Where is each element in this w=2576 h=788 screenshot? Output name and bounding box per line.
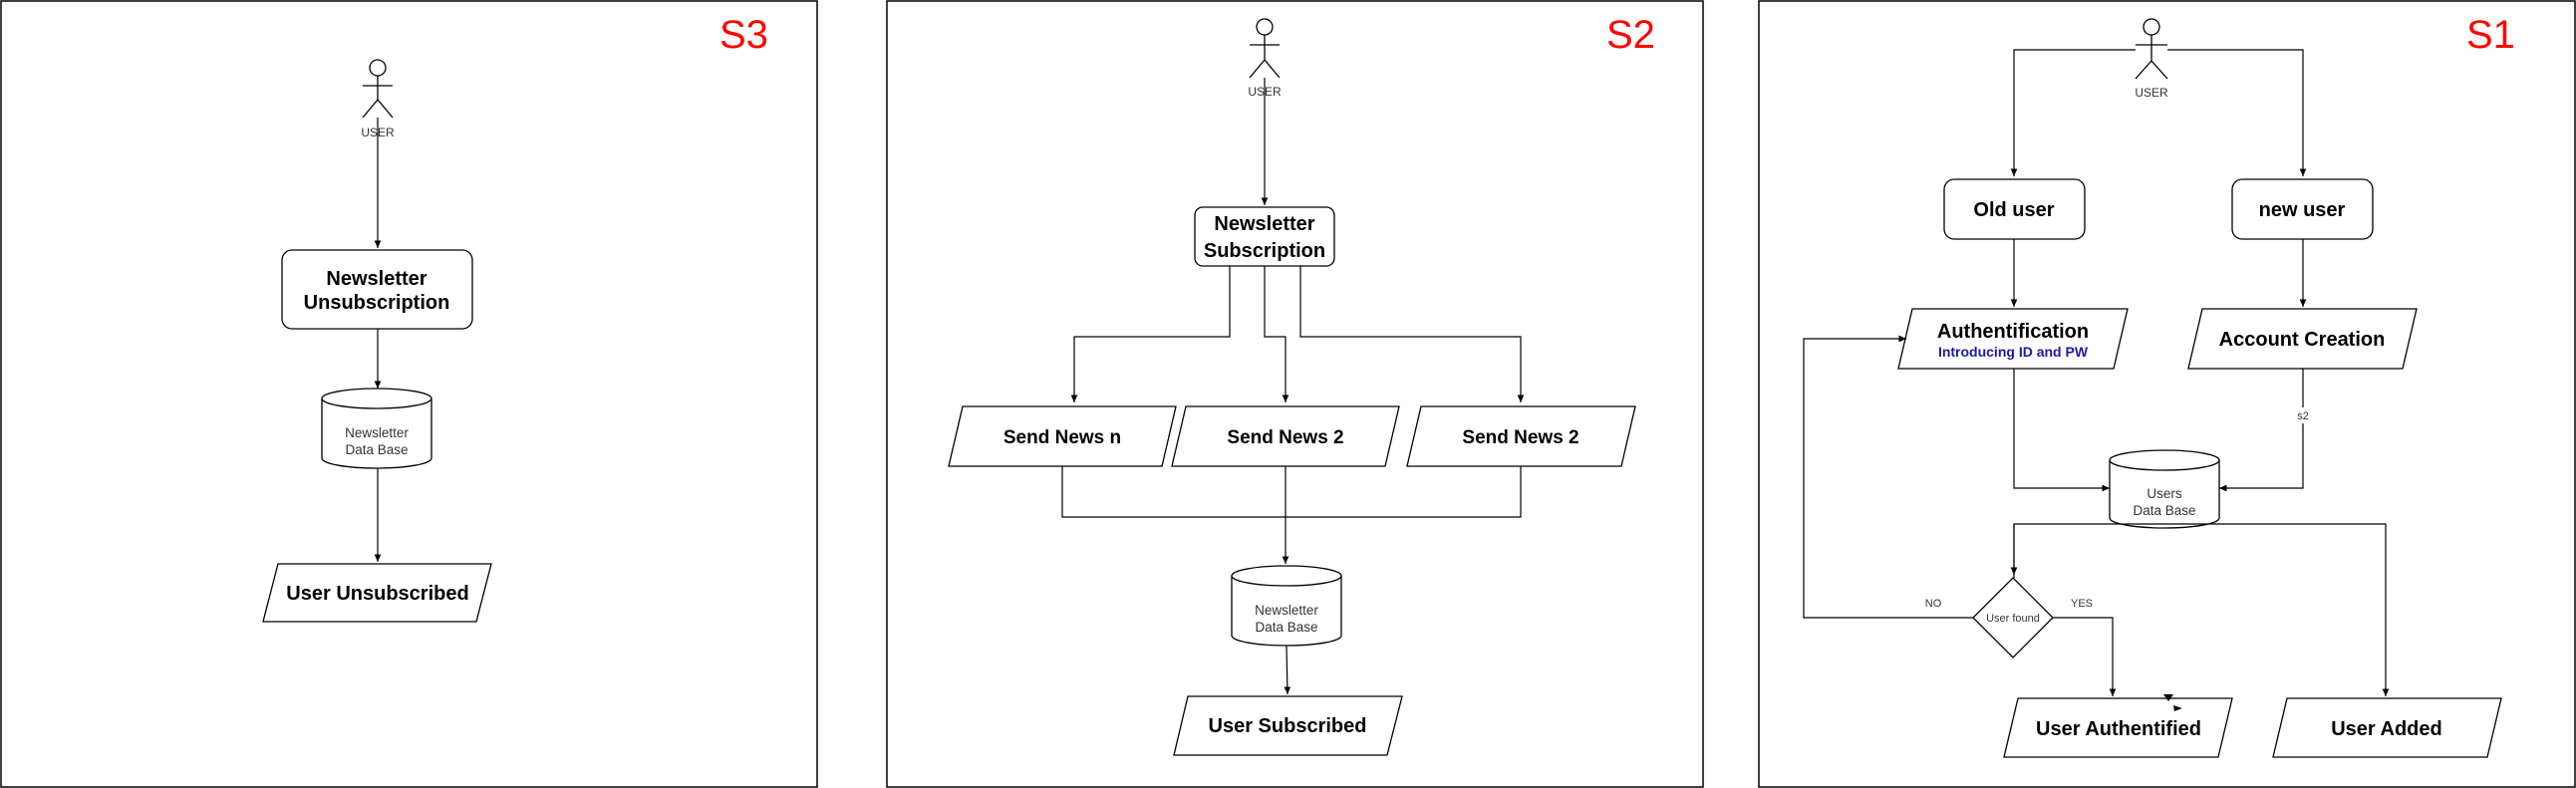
s2-send-item-3-label: Send News 2 (1462, 427, 1578, 448)
s2-subscription-line2: Subscription (1204, 240, 1325, 262)
s3-result-box (262, 563, 492, 623)
panel-s3: S3 USER Newsletter Unsubscription Newsle… (0, 0, 818, 788)
panel-s1-label: S1 (2466, 13, 2515, 57)
s1-new-user-label: new user (2259, 199, 2346, 221)
s3-database-line2: Data Base (345, 442, 408, 457)
s1-account-creation-box (2187, 308, 2418, 370)
s1-decision-label: User found (1986, 613, 2040, 625)
s1-result-authentified-box (2003, 697, 2233, 758)
panel-s2-frame (886, 0, 1704, 788)
s1-stray-arrow-marks (2163, 694, 2182, 711)
panel-s2-label: S2 (1606, 13, 1655, 57)
panel-s1-frame (1758, 0, 2576, 788)
s1-edge-auth-to-db (2013, 369, 2110, 492)
panel-s2: S2 USER Newsletter Subscription Send New… (886, 0, 1704, 788)
s2-database-line2: Data Base (1255, 620, 1317, 635)
s1-edge-user-to-old (2010, 49, 2136, 176)
s2-database-line1: Newsletter (1255, 603, 1318, 618)
s2-send-item-1 (948, 405, 1177, 467)
s1-old-user-label: Old user (1973, 199, 2054, 221)
s1-database-line2: Data Base (2133, 503, 2195, 518)
s1-account-creation-label: Account Creation (2219, 329, 2386, 351)
s2-edge-merge-bus (1061, 466, 1522, 518)
s1-database-line1: Users (2147, 486, 2182, 501)
s2-send-item-1-label: Send News n (1003, 427, 1121, 448)
panel-s1: S1 USER Old user new user Authentificati… (1758, 0, 2576, 788)
s1-edge-label-s2: s2 (2297, 410, 2309, 422)
s3-unsubscription-line2: Unsubscription (304, 292, 450, 314)
s3-unsubscription-line1: Newsletter (326, 268, 427, 290)
s1-no-label: NO (1925, 598, 1942, 610)
s3-database-line1: Newsletter (345, 425, 409, 440)
panel-s3-label: S3 (719, 13, 768, 57)
s2-edge-sub-to-send-2a (1264, 266, 1289, 402)
s1-result-added-label: User Added (2331, 718, 2442, 740)
s3-user-actor-icon (362, 59, 394, 119)
s1-authentification-label: Authentification (1937, 321, 2089, 343)
s1-edge-yes-to-auth-result (2053, 617, 2117, 696)
s2-send-item-2 (1171, 405, 1400, 467)
s1-authentification-sublabel: Introducing ID and PW (1938, 344, 2089, 360)
s2-edge-db-to-result (1284, 645, 1291, 695)
s2-edge-sub-to-send-n (1070, 266, 1231, 402)
s1-authentification-box (1897, 308, 2129, 370)
s2-result-box (1173, 695, 1403, 756)
s2-database (1231, 565, 1342, 647)
s2-send-item-3 (1406, 405, 1636, 467)
s1-result-added-box (2272, 697, 2502, 758)
s2-edge-sub-to-send-2b (1299, 266, 1525, 402)
s2-user-actor-icon (1249, 18, 1281, 79)
s2-subscription-line1: Newsletter (1214, 213, 1314, 235)
s1-yes-label: YES (2071, 598, 2093, 610)
s1-edge-label-bg (2294, 407, 2312, 423)
s1-database (2109, 449, 2220, 529)
s1-edge-user-to-new (2167, 49, 2307, 176)
s1-edge-no-to-auth (1803, 335, 1973, 619)
s3-database (321, 388, 432, 469)
s3-result-label: User Unsubscribed (286, 583, 468, 605)
s1-actor-label: USER (2135, 86, 2168, 100)
s2-send-item-2-label: Send News 2 (1227, 427, 1343, 448)
s1-user-actor-icon (2135, 18, 2168, 80)
s1-result-authentified-label: User Authentified (2036, 718, 2201, 740)
s1-decision-diamond (1972, 577, 2054, 658)
s2-result-label: User Subscribed (1209, 715, 1367, 737)
